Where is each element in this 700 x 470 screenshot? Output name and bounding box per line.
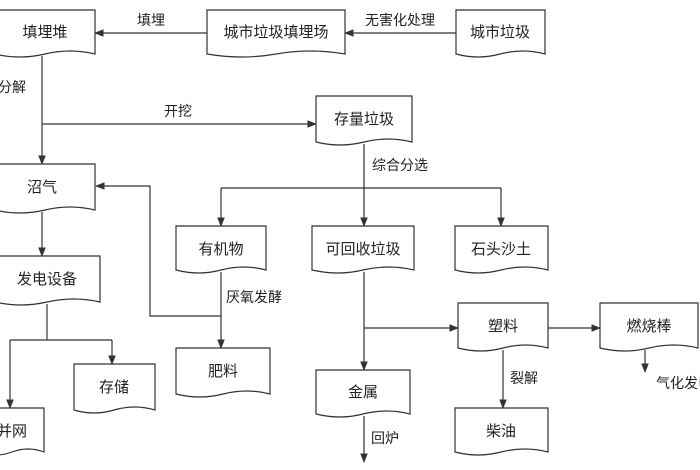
node-stone-sand: 石头沙土 <box>454 225 549 274</box>
node-power-equipment-label: 发电设备 <box>17 270 77 288</box>
edge-label-gasify: 气化发电 <box>656 376 700 392</box>
edge-label-sorting: 综合分选 <box>372 158 428 174</box>
node-storage: 存储 <box>73 363 156 414</box>
node-biogas-label: 沼气 <box>27 178 57 196</box>
node-city-waste-label: 城市垃圾 <box>470 23 530 41</box>
node-recyclable-label: 可回收垃圾 <box>325 240 400 258</box>
node-fuel-rod-label: 燃烧棒 <box>626 317 671 335</box>
node-fuel-rod: 燃烧棒 <box>599 302 699 352</box>
edge-label-harmless: 无害化处理 <box>365 13 435 29</box>
node-storage-label: 存储 <box>99 378 129 396</box>
node-landfill-pile-label: 填埋堆 <box>22 23 67 41</box>
node-diesel-label: 柴油 <box>486 422 516 440</box>
edge-label-return-furnace: 回炉 <box>371 431 399 447</box>
node-organic: 有机物 <box>175 225 267 274</box>
node-organic-label: 有机物 <box>198 240 243 258</box>
node-power-equipment: 发电设备 <box>0 255 101 306</box>
node-landfill-pile: 填埋堆 <box>0 9 96 58</box>
node-biogas: 沼气 <box>0 163 96 214</box>
node-fertilizer-label: 肥料 <box>208 362 238 380</box>
node-diesel: 柴油 <box>454 407 549 456</box>
node-plastic-label: 塑料 <box>488 317 518 335</box>
edge-label-excavate: 开挖 <box>164 104 192 120</box>
edge-label-decompose: 分解 <box>0 80 26 96</box>
edge-label-anaerobic: 厌氧发酵 <box>226 290 282 306</box>
edge-label-pyrolysis: 裂解 <box>510 371 538 387</box>
node-city-waste: 城市垃圾 <box>455 9 546 58</box>
node-metal-label: 金属 <box>348 383 378 401</box>
node-plastic: 塑料 <box>457 302 549 352</box>
node-metal: 金属 <box>315 369 411 418</box>
node-fertilizer: 肥料 <box>175 347 271 398</box>
node-grid: 并网 <box>0 407 45 456</box>
node-recyclable: 可回收垃圾 <box>311 225 415 274</box>
node-city-landfill: 城市垃圾填埋场 <box>206 9 346 58</box>
node-city-landfill-label: 城市垃圾填埋场 <box>223 23 328 41</box>
node-grid-label: 并网 <box>0 422 27 440</box>
node-stone-sand-label: 石头沙土 <box>471 240 531 258</box>
edge-label-landfill: 填埋 <box>137 13 165 29</box>
node-stock-waste: 存量垃圾 <box>315 95 413 146</box>
node-stock-waste-label: 存量垃圾 <box>334 110 394 128</box>
arrow-fermentation-to-biogas <box>95 182 221 317</box>
